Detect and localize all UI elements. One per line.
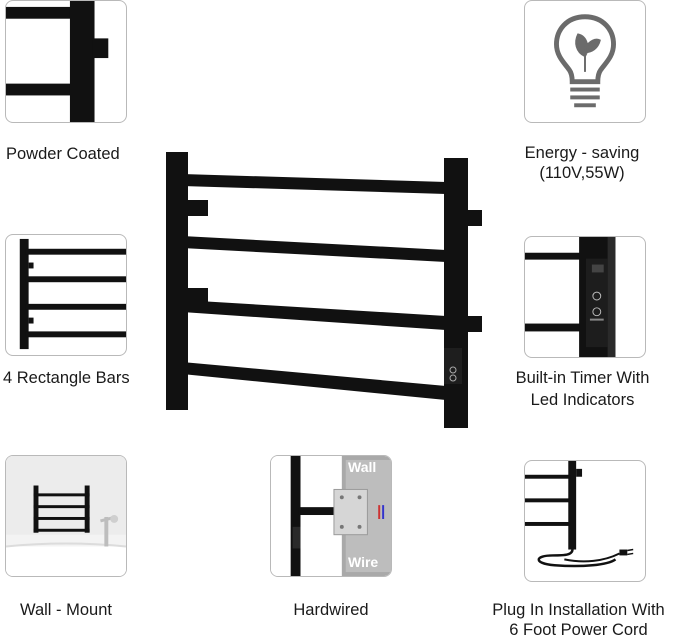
timer-control-image	[525, 237, 616, 357]
plug-in-cord-image	[525, 461, 634, 568]
caption-rectangle-bars: 4 Rectangle Bars	[3, 369, 130, 387]
hardwired-wire-label: Wire	[348, 554, 379, 570]
powder-coated-closeup-image	[6, 1, 109, 122]
caption-plug-in-line2: 6 Foot Power Cord	[509, 621, 648, 639]
hardwired-junction-image	[271, 456, 391, 576]
lightbulb-leaf-icon	[554, 14, 616, 108]
bathroom-wall-mount-image	[6, 456, 126, 576]
hardwired-tile: Wall Wire	[270, 455, 392, 577]
caption-wall-mount: Wall - Mount	[20, 601, 112, 619]
energy-saving-tile	[524, 0, 646, 123]
hardwired-wall-label: Wall	[348, 459, 377, 475]
caption-energy-saving-line2: (110V,55W)	[539, 164, 625, 182]
powder-coated-tile	[5, 0, 127, 123]
caption-hardwired: Hardwired	[293, 601, 369, 619]
rectangle-bars-image	[19, 238, 126, 350]
caption-plug-in-line1: Plug In Installation With	[492, 601, 665, 619]
timer-tile	[524, 236, 646, 358]
plug-in-tile	[524, 460, 646, 582]
towel-warmer-hero-image	[160, 148, 490, 438]
caption-energy-saving-line1: Energy - saving	[524, 144, 640, 162]
caption-powder-coated: Powder Coated	[6, 145, 120, 163]
caption-timer-line1: Built-in Timer With	[515, 369, 650, 387]
rectangle-bars-tile	[5, 234, 127, 356]
caption-timer-line2: Led Indicators	[530, 391, 635, 409]
wall-mount-tile	[5, 455, 127, 577]
